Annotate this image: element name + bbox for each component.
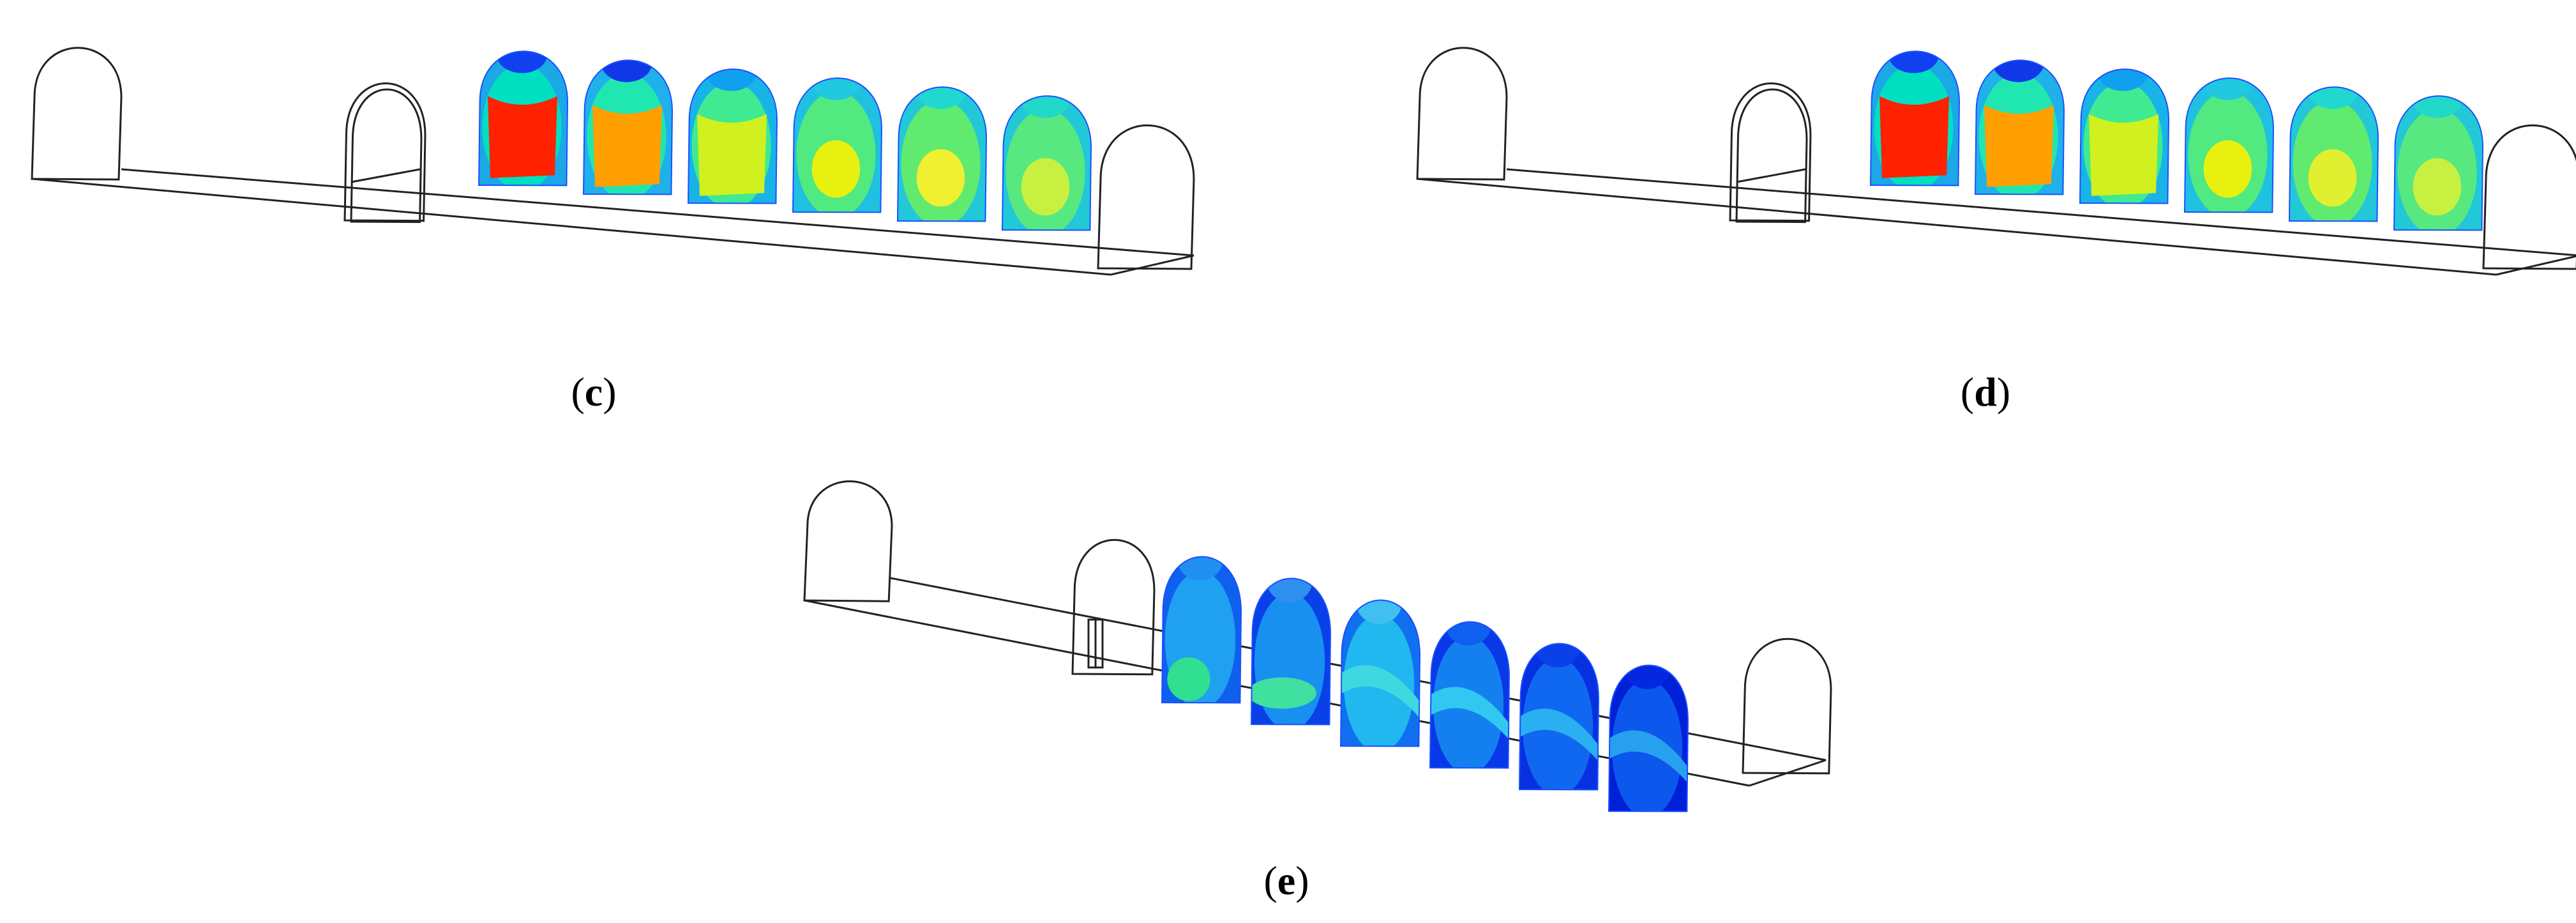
contour-slice — [1518, 643, 1600, 791]
contour-slice — [792, 77, 883, 213]
panel-caption: (e) — [1263, 858, 1309, 903]
contour-slice — [1161, 556, 1242, 704]
contour-slice — [582, 59, 674, 195]
panel-d: (d) — [1416, 47, 2576, 415]
panel-caption: (d) — [1961, 369, 2010, 415]
contour-slice — [1001, 95, 1092, 231]
contour-slice — [2393, 95, 2484, 231]
tunnel-wireframe — [1416, 47, 2576, 276]
contour-slice — [478, 50, 569, 187]
contour-slice — [2288, 86, 2379, 222]
contour-slice — [2079, 68, 2170, 204]
contour-slice — [2183, 77, 2275, 213]
contour-slice — [687, 68, 778, 204]
panel-e: (e) — [803, 480, 1832, 903]
contour-slice — [1608, 664, 1689, 812]
contour-slice — [896, 86, 988, 222]
contour-slice — [1974, 59, 2065, 195]
tunnel-wireframe — [31, 47, 1195, 276]
contour-slice — [1429, 621, 1510, 769]
contour-slice — [1339, 599, 1421, 747]
panel-caption: (c) — [571, 369, 616, 415]
contour-slice — [1869, 50, 1961, 187]
contour-slice — [1250, 577, 1332, 726]
panel-c: (c) — [31, 47, 1195, 415]
